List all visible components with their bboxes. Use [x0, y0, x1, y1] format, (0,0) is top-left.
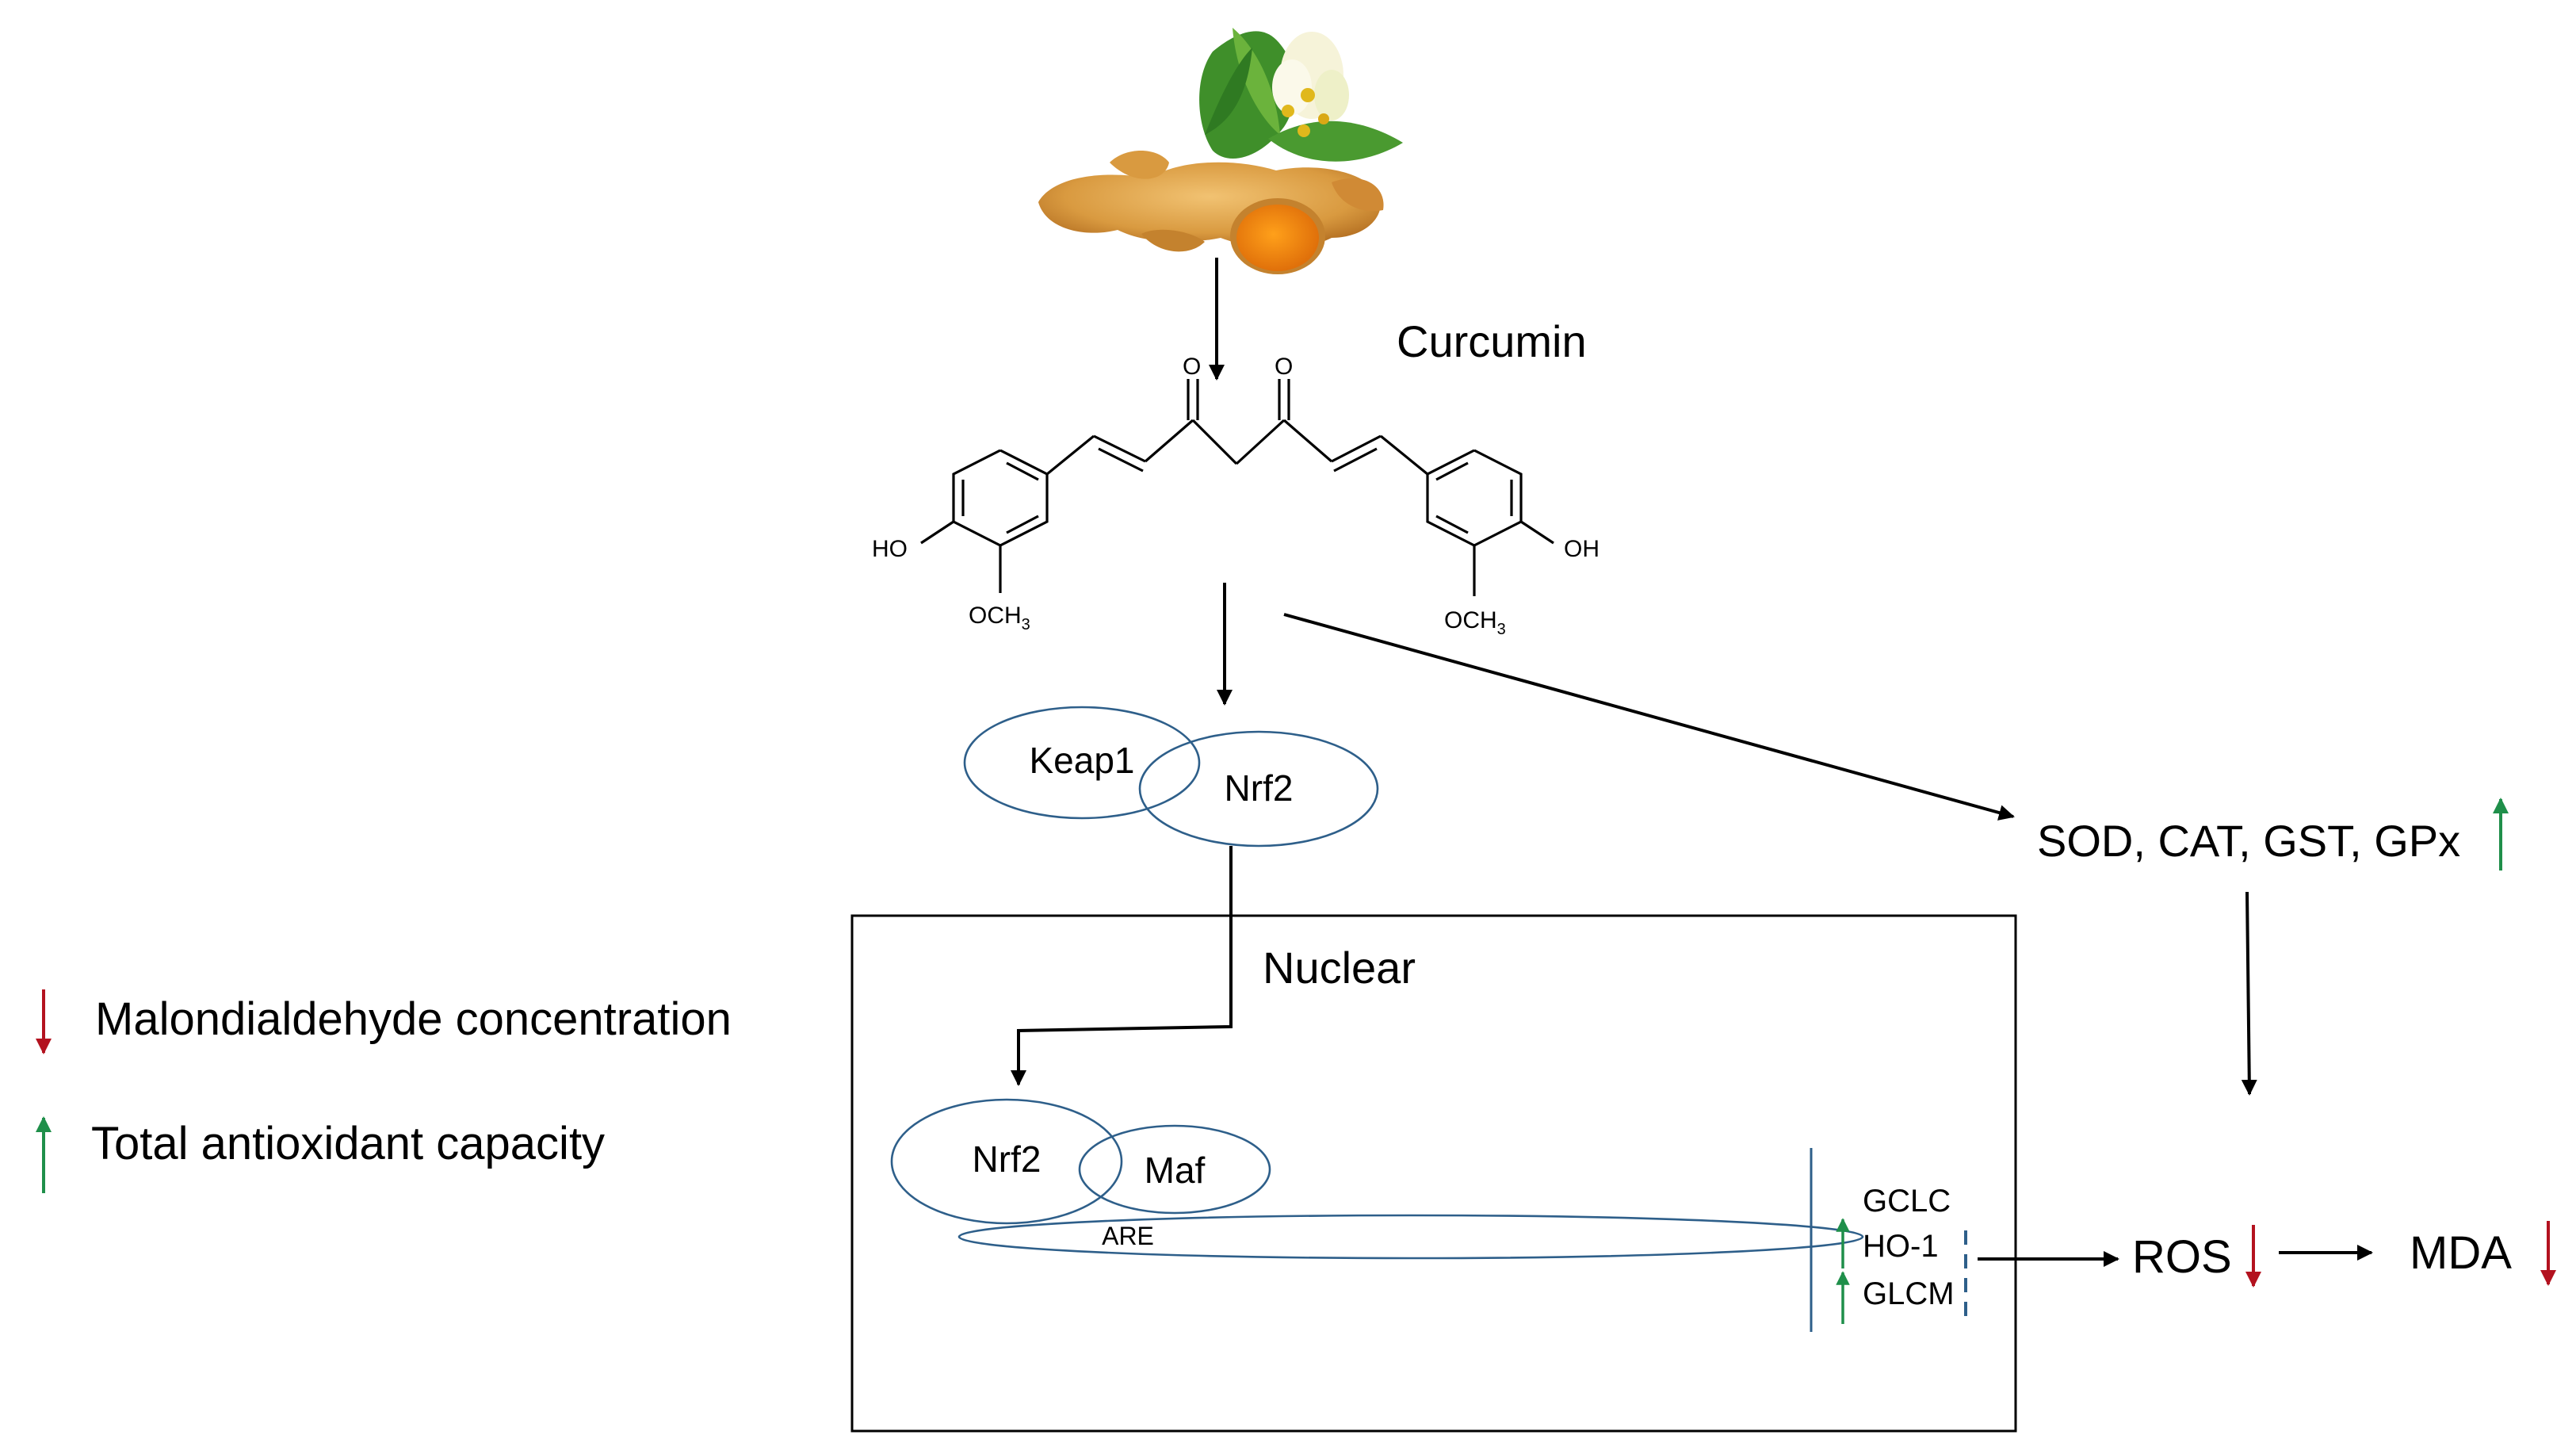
are-ellipse: [957, 1214, 1864, 1260]
nucleus-box: [850, 914, 2017, 1433]
arrow-curcumin-to-enzymes: [1283, 613, 2015, 821]
legend-item-malondialdehyde: Malondialdehyde concentration: [95, 993, 732, 1045]
mda-label: MDA: [2410, 1227, 2512, 1279]
gene-glcm: GLCM: [1863, 1276, 1955, 1311]
nrf2-cytoplasm-label: Nrf2: [1225, 767, 1294, 809]
curcumin-label: Curcumin: [1397, 316, 1587, 366]
nrf2-nuclear-label: Nrf2: [973, 1138, 1041, 1180]
methoxy-right: OCH3: [1444, 607, 1506, 638]
arrow-enzymes-to-ros: [2241, 891, 2257, 1096]
keap1-ellipse: [963, 706, 1201, 820]
carbonyl-oxygen-right: O: [1275, 354, 1293, 380]
ros-label: ROS: [2132, 1231, 2232, 1283]
are-label: ARE: [1102, 1222, 1154, 1250]
curcumin-structure: O O HO OH OCH3 OCH3: [872, 354, 1599, 638]
nucleus-label: Nuclear: [1263, 943, 1416, 993]
legend-item-antioxidant-capacity: Total antioxidant capacity: [91, 1118, 605, 1169]
legend: Malondialdehyde concentration Total anti…: [36, 989, 732, 1193]
arrow-nrf2-translocation: [1011, 846, 1233, 1086]
nrf2-cytoplasm-ellipse: [1138, 730, 1379, 848]
antioxidant-enzymes-label: SOD, CAT, GST, GPx: [2037, 816, 2460, 866]
keap1-label: Keap1: [1029, 740, 1134, 781]
turmeric-plant-illustration: [1038, 28, 1403, 274]
methoxy-left: OCH3: [969, 603, 1030, 633]
hydroxyl-left: HO: [872, 536, 908, 562]
nrf2-nuclear-ellipse: [890, 1098, 1123, 1225]
maf-label: Maf: [1145, 1150, 1206, 1191]
hydroxyl-right: OH: [1564, 536, 1599, 562]
gene-gclc: GCLC: [1863, 1184, 1951, 1219]
carbonyl-oxygen-left: O: [1183, 354, 1201, 380]
maf-ellipse: [1078, 1124, 1271, 1215]
gene-ho1: HO-1: [1863, 1229, 1939, 1264]
